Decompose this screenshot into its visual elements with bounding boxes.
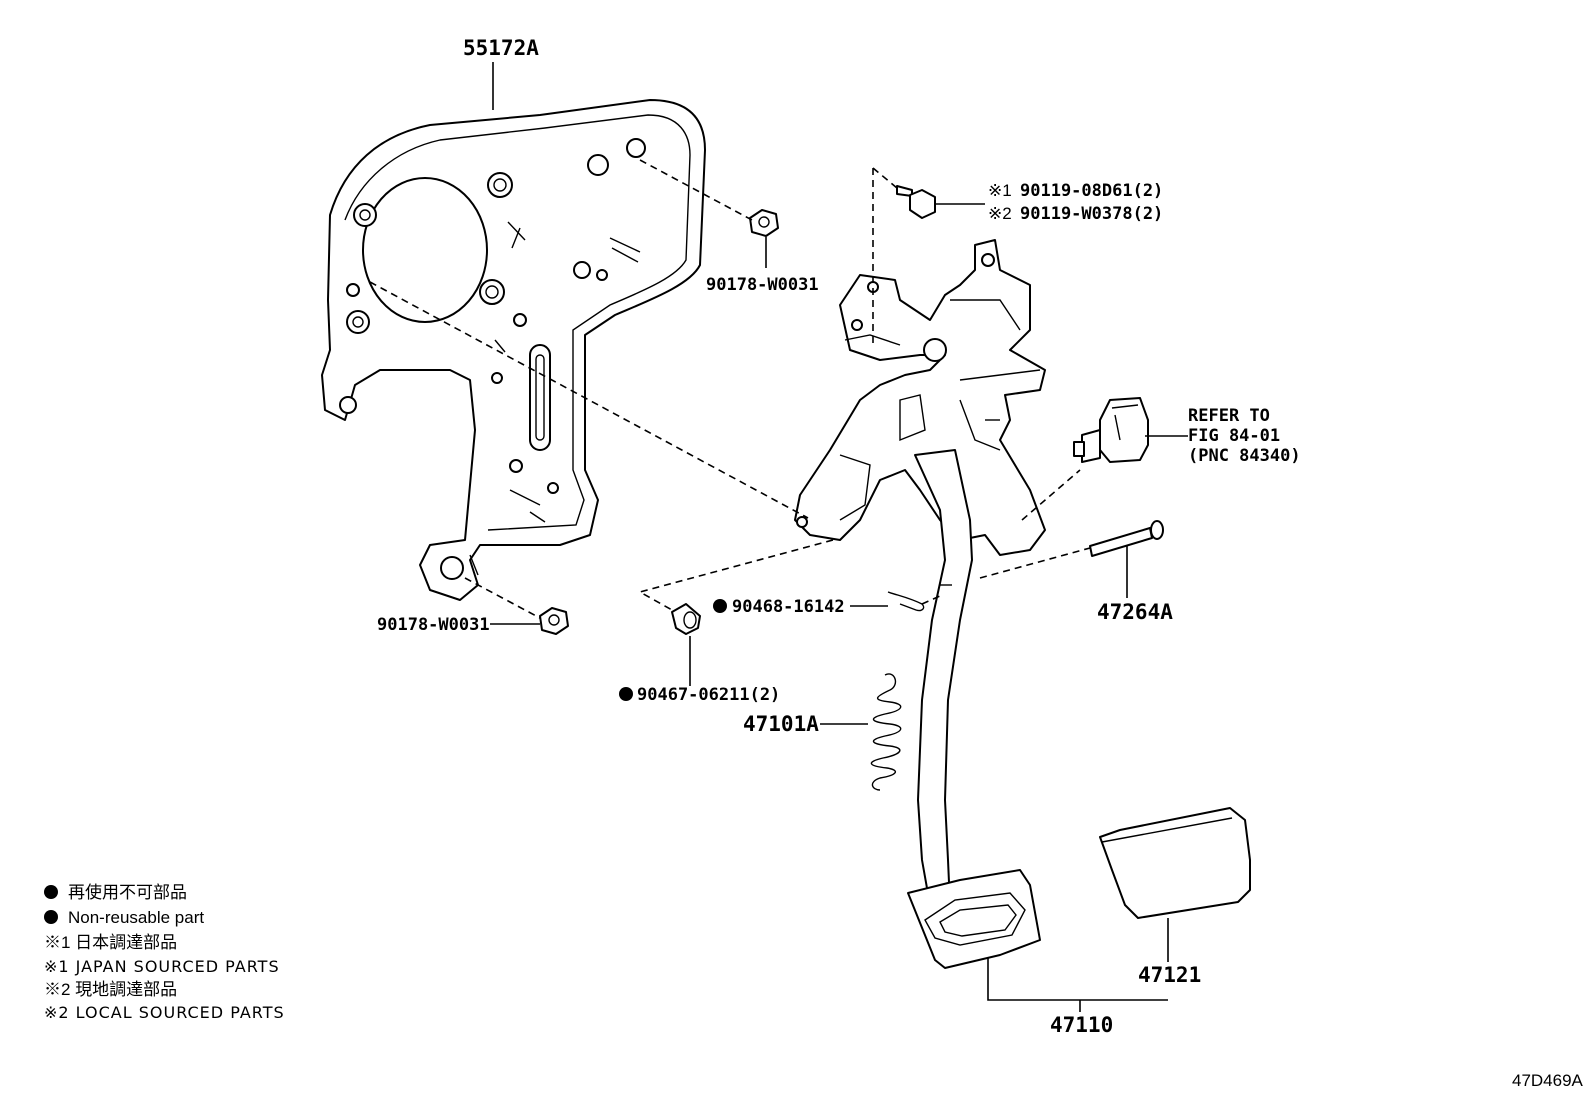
label-refer-line2: FIG 84-01	[1188, 426, 1280, 446]
leader-lines	[490, 62, 1188, 1012]
label-pad: 47121	[1138, 963, 1201, 987]
label-nut-lower: 90178-W0031	[377, 615, 490, 635]
legend-line-3: ※1 日本調達部品	[44, 933, 177, 952]
legend-line-1: 再使用不可部品	[68, 882, 187, 902]
label-spring: 47101A	[743, 712, 819, 736]
label-bolt-1: 90119-08D61(2)	[1020, 181, 1163, 201]
legend-bullet-1	[44, 885, 58, 899]
pedal-assembly[interactable]	[794, 239, 1046, 969]
non-reusable-marker-bushing	[619, 687, 633, 701]
pedal-pad[interactable]	[1099, 807, 1251, 919]
bolt[interactable]	[896, 185, 936, 219]
legend-line-2: Non-reusable part	[68, 908, 204, 927]
stop-lamp-switch[interactable]	[1073, 397, 1149, 463]
bushing[interactable]	[671, 603, 701, 635]
pedal-support-bracket[interactable]	[321, 99, 706, 601]
label-clip: 90468-16142	[732, 597, 845, 617]
non-reusable-marker-clip	[713, 599, 727, 613]
dashed-connection-lines	[369, 159, 1091, 619]
label-refer-line1: REFER TO	[1188, 406, 1270, 426]
legend-line-6: ※2 LOCAL SOURCED PARTS	[44, 1003, 285, 1022]
return-spring[interactable]	[870, 673, 902, 791]
label-refer-line3: (PNC 84340)	[1188, 446, 1301, 466]
legend-line-5: ※2 現地調達部品	[44, 980, 177, 999]
legend: 再使用不可部品 Non-reusable part ※1 日本調達部品 ※1 J…	[44, 882, 285, 1022]
nut-upper[interactable]	[749, 209, 779, 237]
legend-line-4: ※1 JAPAN SOURCED PARTS	[44, 957, 280, 976]
label-bushing: 90467-06211(2)	[637, 685, 780, 705]
label-bracket: 55172A	[463, 36, 539, 60]
label-nut-upper: 90178-W0031	[706, 275, 819, 295]
label-bolt-2: 90119-W0378(2)	[1020, 204, 1163, 224]
label-pin: 47264A	[1097, 600, 1173, 624]
label-bolt-mark-1: ※1	[988, 181, 1012, 200]
figure-id: 47D469A	[1512, 1071, 1584, 1090]
clevis-pin[interactable]	[1089, 520, 1164, 557]
nut-lower[interactable]	[539, 607, 569, 635]
clip[interactable]	[887, 591, 925, 612]
legend-bullet-2	[44, 910, 58, 924]
label-bolt-mark-2: ※2	[988, 204, 1012, 223]
label-pedal-assy: 47110	[1050, 1013, 1113, 1037]
